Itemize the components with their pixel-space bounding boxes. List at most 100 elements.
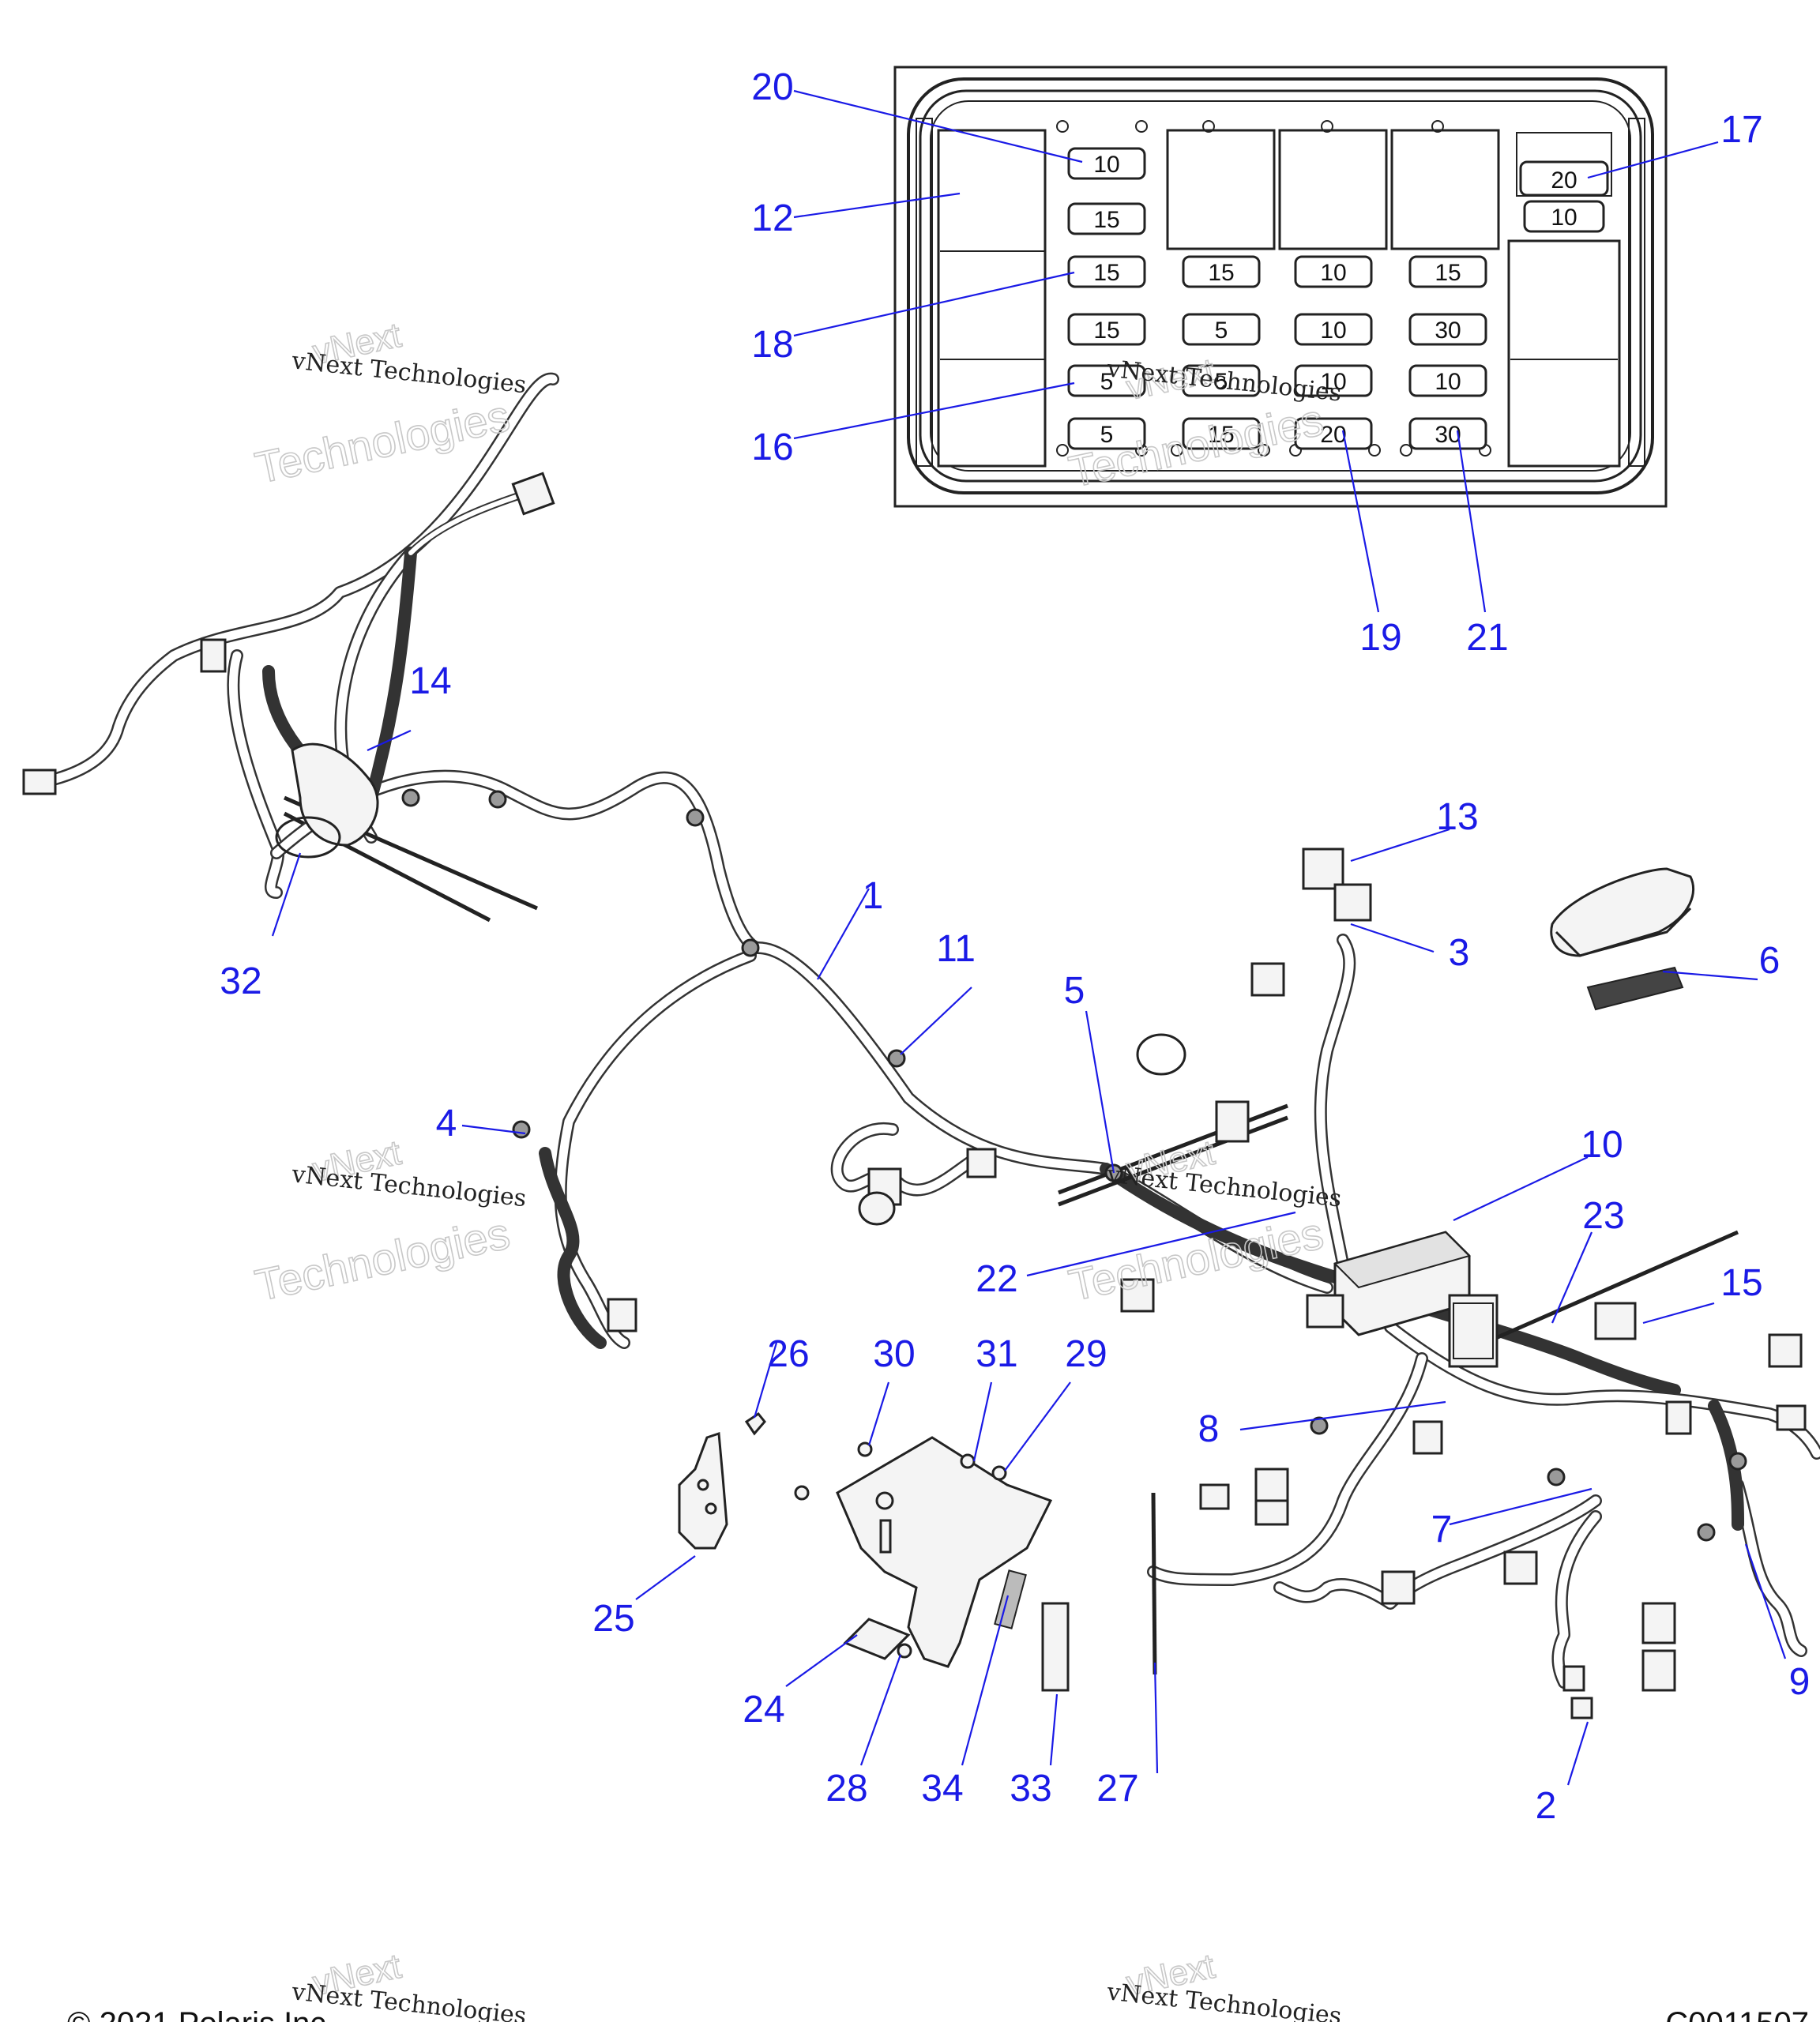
fuse-column-1: 10 15 15 15 5 5 xyxy=(1067,147,1146,450)
relay-1 xyxy=(1166,129,1276,250)
fuse-label: 20 xyxy=(1551,167,1577,194)
fuse-label: 10 xyxy=(1320,369,1346,395)
callout-8: 8 xyxy=(1198,1408,1220,1450)
callout-33: 33 xyxy=(1010,1768,1051,1810)
callout-21: 21 xyxy=(1466,617,1508,659)
relay-block-left xyxy=(937,129,1047,468)
copyright-text: © 2021 Polaris Inc xyxy=(67,2006,325,2022)
callout-12: 12 xyxy=(751,197,793,239)
callout-25: 25 xyxy=(592,1598,634,1640)
grommet-14 xyxy=(291,742,379,847)
callout-20: 20 xyxy=(751,66,793,108)
svg-text:vNext Technologies: vNext Technologies xyxy=(290,347,528,399)
callout-18: 18 xyxy=(751,324,793,366)
callout-14: 14 xyxy=(409,660,451,702)
bracket-25 xyxy=(678,1411,766,1550)
callout-labels: 20 12 18 16 17 19 21 14 32 1 11 5 4 13 3… xyxy=(220,66,1810,1827)
fuse-label: 10 xyxy=(1320,260,1346,286)
pad-34 xyxy=(994,1569,1027,1629)
fuse-label: 10 xyxy=(1093,152,1119,178)
relay-block-right xyxy=(1507,239,1621,468)
fuse-column-2: 15 5 5 15 xyxy=(1182,255,1261,450)
fuse-label: 20 xyxy=(1320,422,1346,448)
callout-3: 3 xyxy=(1449,932,1470,974)
relay-2 xyxy=(1278,129,1388,250)
callout-2: 2 xyxy=(1536,1785,1557,1827)
fuse-label: 5 xyxy=(1215,318,1228,344)
callout-16: 16 xyxy=(751,427,793,468)
connector-13 xyxy=(1302,848,1344,890)
relay-23 xyxy=(1448,1294,1498,1368)
callout-32: 32 xyxy=(220,960,261,1002)
svg-text:vNext Technologies: vNext Technologies xyxy=(1105,1160,1343,1212)
fuse-column-3: 10 10 10 20 xyxy=(1294,255,1373,450)
fuse-box-inset: 10 15 15 15 5 5 15 5 5 15 10 xyxy=(893,66,1668,508)
callout-19: 19 xyxy=(1359,617,1401,659)
connector-22 xyxy=(1120,1278,1155,1313)
fuse-label: 5 xyxy=(1215,369,1228,395)
connectors xyxy=(22,472,1807,1719)
callout-28: 28 xyxy=(825,1768,867,1810)
relay-3 xyxy=(1390,129,1500,250)
callout-5: 5 xyxy=(1064,970,1085,1012)
callout-13: 13 xyxy=(1436,796,1478,838)
fuse-label: 15 xyxy=(1208,260,1234,286)
callout-11: 11 xyxy=(936,928,976,970)
fuse-label: 15 xyxy=(1093,260,1119,286)
callout-24: 24 xyxy=(743,1689,784,1731)
callout-22: 22 xyxy=(976,1258,1017,1300)
nut-28 xyxy=(897,1643,912,1659)
fuse-label: 30 xyxy=(1435,318,1461,344)
connector-mid xyxy=(1215,1100,1250,1143)
fuse-column-4: 15 30 10 30 xyxy=(1408,255,1487,450)
decal-6 xyxy=(1586,966,1684,1011)
callout-4: 4 xyxy=(436,1103,457,1144)
connector-top-plug xyxy=(511,472,555,516)
fuse-label: 10 xyxy=(1551,205,1577,231)
fuse-label: 30 xyxy=(1435,422,1461,448)
fuse-label: 15 xyxy=(1435,260,1461,286)
fuse-label: 5 xyxy=(1100,422,1114,448)
svg-text:vNext Technologies: vNext Technologies xyxy=(290,1160,528,1212)
connector-9-lower xyxy=(1641,1649,1676,1692)
fuse-label: 10 xyxy=(1435,369,1461,395)
callout-6: 6 xyxy=(1759,940,1781,982)
callout-31: 31 xyxy=(976,1333,1017,1375)
screw-29 xyxy=(991,1465,1007,1481)
diagram-code: C0011507 xyxy=(1665,2006,1809,2022)
callout-17: 17 xyxy=(1720,109,1762,151)
connector-left-end xyxy=(22,769,57,795)
callout-26: 26 xyxy=(767,1333,809,1375)
watermark-6: vNext vNext Technologies xyxy=(1105,1946,1343,2022)
fuse-column-right: 20 10 xyxy=(1519,160,1609,233)
main-harness xyxy=(37,372,1820,1689)
grommet-upper xyxy=(1136,1033,1186,1076)
callout-27: 27 xyxy=(1096,1768,1138,1810)
svg-text:Technologies: Technologies xyxy=(251,1208,514,1310)
connector-2 xyxy=(1562,1665,1585,1692)
connector-upper xyxy=(1250,962,1285,997)
fuse-label: 15 xyxy=(1093,318,1119,344)
screw-30 xyxy=(857,1441,873,1457)
callout-1: 1 xyxy=(863,875,884,917)
bracket-24 xyxy=(794,1436,1053,1668)
connector-3 xyxy=(1333,883,1372,922)
leader-lines xyxy=(271,89,1787,1786)
callout-23: 23 xyxy=(1582,1195,1624,1237)
callout-10: 10 xyxy=(1581,1124,1623,1166)
svg-text:vNext Technologies: vNext Technologies xyxy=(1105,1978,1343,2022)
fuse-label: 15 xyxy=(1208,422,1234,448)
connector-clip xyxy=(200,638,227,673)
callout-30: 30 xyxy=(873,1333,915,1375)
fuse-label: 15 xyxy=(1093,207,1119,233)
fuse-label: 10 xyxy=(1320,318,1346,344)
foam-33 xyxy=(1041,1602,1070,1692)
screw-31 xyxy=(960,1453,976,1469)
callout-9: 9 xyxy=(1789,1661,1811,1703)
connector-9-upper xyxy=(1641,1602,1676,1644)
fuse-label: 5 xyxy=(1100,369,1114,395)
callout-7: 7 xyxy=(1431,1509,1453,1550)
connector-lower-left xyxy=(607,1298,637,1332)
watermark-3: vNext vNext Technologies Technologies xyxy=(250,1133,528,1311)
